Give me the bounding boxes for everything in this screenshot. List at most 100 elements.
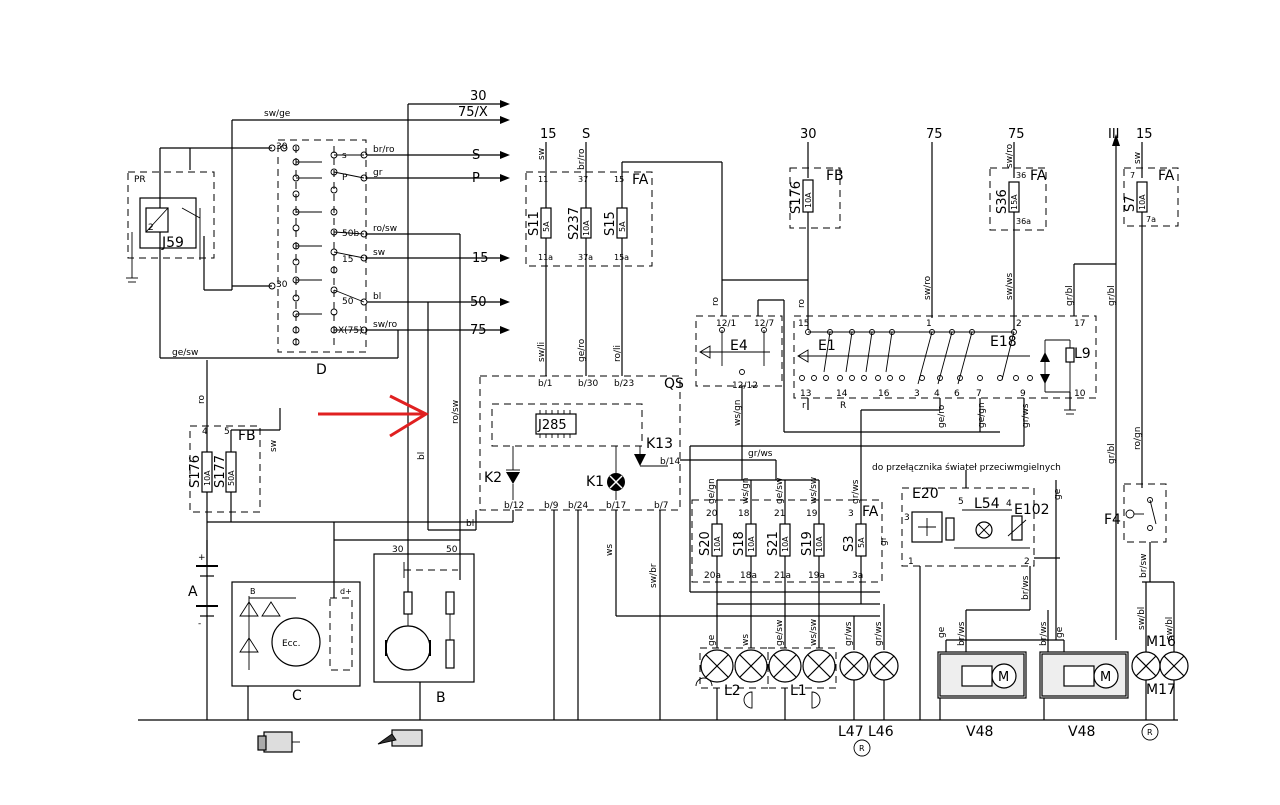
- svg-text:gr/bl: gr/bl: [1107, 285, 1117, 306]
- svg-text:ro: ro: [197, 394, 207, 404]
- fuse-s176-left: S176: [188, 455, 203, 488]
- svg-text:bl: bl: [373, 292, 381, 302]
- svg-text:gr/ws: gr/ws: [851, 479, 861, 504]
- lamp-m16-label: M16: [1146, 634, 1176, 650]
- svg-text:18: 18: [738, 509, 750, 519]
- svg-text:R: R: [1147, 728, 1153, 737]
- svg-text:b/23: b/23: [614, 379, 634, 389]
- k13-label: K13: [646, 436, 673, 452]
- svg-text:10: 10: [1074, 389, 1086, 399]
- ignition-switch-d: D 30 30 s P 50b 15 50: [159, 139, 510, 540]
- svg-text:bl: bl: [466, 519, 474, 529]
- right-top-sources: 30 75 75 III 15 FB 10A S176 FA 36 15A S3…: [789, 127, 1179, 640]
- output-50: 50: [470, 295, 487, 310]
- svg-text:30: 30: [392, 545, 404, 555]
- svg-text:sw/ro: sw/ro: [373, 320, 398, 330]
- svg-text:4: 4: [934, 389, 940, 399]
- svg-text:18a: 18a: [740, 571, 757, 581]
- svg-text:s: s: [342, 151, 347, 161]
- svg-text:ro: ro: [711, 296, 721, 306]
- svg-text:7: 7: [976, 389, 982, 399]
- svg-text:R: R: [840, 401, 846, 411]
- svg-text:12/7: 12/7: [754, 319, 774, 329]
- qs-module: QS b/1 b/30 b/23 J285 K2 K1 K13: [476, 375, 880, 720]
- high-beam-icon: [811, 691, 821, 709]
- svg-text:+: +: [198, 553, 206, 563]
- fa-left-label: FA: [632, 172, 649, 188]
- lamp-l9-label: L9: [1074, 346, 1091, 362]
- svg-text:12/1: 12/1: [716, 319, 736, 329]
- svg-text:sw/ro: sw/ro: [923, 275, 933, 300]
- svg-text:4: 4: [202, 427, 208, 437]
- headlight-range-motors: M M V48 V48 ge br/ws br/ws ge: [937, 610, 1129, 740]
- svg-text:21a: 21a: [774, 571, 791, 581]
- switch-d-label: D: [316, 362, 327, 378]
- e20-label: E20: [912, 486, 939, 502]
- svg-text:sw: sw: [1133, 152, 1143, 164]
- svg-text:3: 3: [848, 509, 854, 519]
- svg-text:bl: bl: [417, 452, 427, 460]
- relay-j59-label: J59: [161, 235, 184, 251]
- fuse-s19: S19: [800, 531, 815, 556]
- svg-text:15: 15: [614, 175, 624, 184]
- svg-text:12/12: 12/12: [732, 381, 758, 391]
- svg-text:ro/li: ro/li: [613, 345, 623, 362]
- svg-text:1: 1: [908, 557, 914, 567]
- svg-text:sw/ws: sw/ws: [1005, 273, 1015, 300]
- terminal-30-label: 30: [470, 89, 487, 104]
- svg-text:FA: FA: [1030, 168, 1047, 184]
- svg-text:P: P: [342, 173, 348, 183]
- svg-text:gr: gr: [373, 168, 383, 178]
- svg-text:17: 17: [1074, 319, 1085, 329]
- svg-text:9: 9: [1020, 389, 1026, 399]
- svg-text:37: 37: [578, 175, 588, 184]
- alternator-ecc-label: Ecc.: [282, 639, 300, 649]
- svg-text:gr/ws: gr/ws: [1021, 403, 1031, 428]
- svg-text:50A: 50A: [227, 470, 236, 486]
- svg-text:2: 2: [148, 223, 154, 233]
- svg-text:III: III: [1108, 127, 1120, 142]
- fuse-s21: S21: [766, 531, 781, 556]
- switch-e1-label: E1: [818, 338, 836, 354]
- rear-fog-lamps: M16 M17 sw/bl sw/bl R: [1131, 582, 1189, 741]
- output-75: 75: [470, 323, 487, 338]
- svg-text:br/ws: br/ws: [1021, 575, 1031, 600]
- e20-panel: E20 L54 E102 3 5 4 1 2 ge br/ws: [901, 470, 1063, 720]
- k1-label: K1: [586, 474, 604, 490]
- headlight-l1-label: L1: [790, 683, 807, 699]
- svg-text:10A: 10A: [582, 220, 591, 236]
- starter-label: B: [436, 690, 446, 706]
- svg-text:ge: ge: [707, 634, 717, 646]
- svg-text:ge/gn: ge/gn: [977, 402, 987, 428]
- svg-text:30: 30: [276, 142, 288, 152]
- svg-text:5A: 5A: [542, 221, 551, 232]
- fog-light-l47-label: L47: [838, 724, 864, 740]
- svg-text:ge/gn: ge/gn: [707, 478, 717, 504]
- svg-text:16: 16: [878, 389, 890, 399]
- svg-text:3a: 3a: [852, 571, 863, 581]
- lamp-l54-label: L54: [974, 496, 1000, 512]
- lower-fa-label: FA: [862, 504, 879, 520]
- headlight-l2-label: L2: [724, 683, 741, 699]
- terminal-block-top: 30 75/X sw/ge: [231, 89, 510, 540]
- svg-text:ge: ge: [1053, 488, 1063, 500]
- svg-text:15: 15: [1136, 127, 1153, 142]
- fog-light-l46-label: L46: [868, 724, 894, 740]
- svg-text:5A: 5A: [618, 221, 627, 232]
- svg-text:19: 19: [806, 509, 818, 519]
- svg-text:FA: FA: [1158, 168, 1175, 184]
- svg-text:ge: ge: [1055, 626, 1065, 638]
- k2-label: K2: [484, 470, 502, 486]
- fuse-s11: S11: [527, 211, 542, 236]
- svg-text:br/ws: br/ws: [1039, 621, 1049, 646]
- svg-text:X(75): X(75): [338, 326, 363, 336]
- svg-text:3: 3: [914, 389, 920, 399]
- fog-switch-note: do przełącznika świateł przeciwmgielnych: [872, 462, 1061, 473]
- alternator-icon: [257, 731, 300, 753]
- svg-text:br/sw: br/sw: [1139, 554, 1149, 579]
- svg-text:R: R: [859, 744, 865, 753]
- fuse-group-lower: FA 20 18 21 19 3 10A 10A 10A 10A 5A S20 …: [691, 410, 889, 605]
- svg-text:S: S: [582, 127, 590, 142]
- headlights: L2 L1 L47 L46 ge ws ge/sw ws/sw gr/ws gr…: [695, 604, 899, 757]
- relay-pr-label: PR: [134, 175, 146, 185]
